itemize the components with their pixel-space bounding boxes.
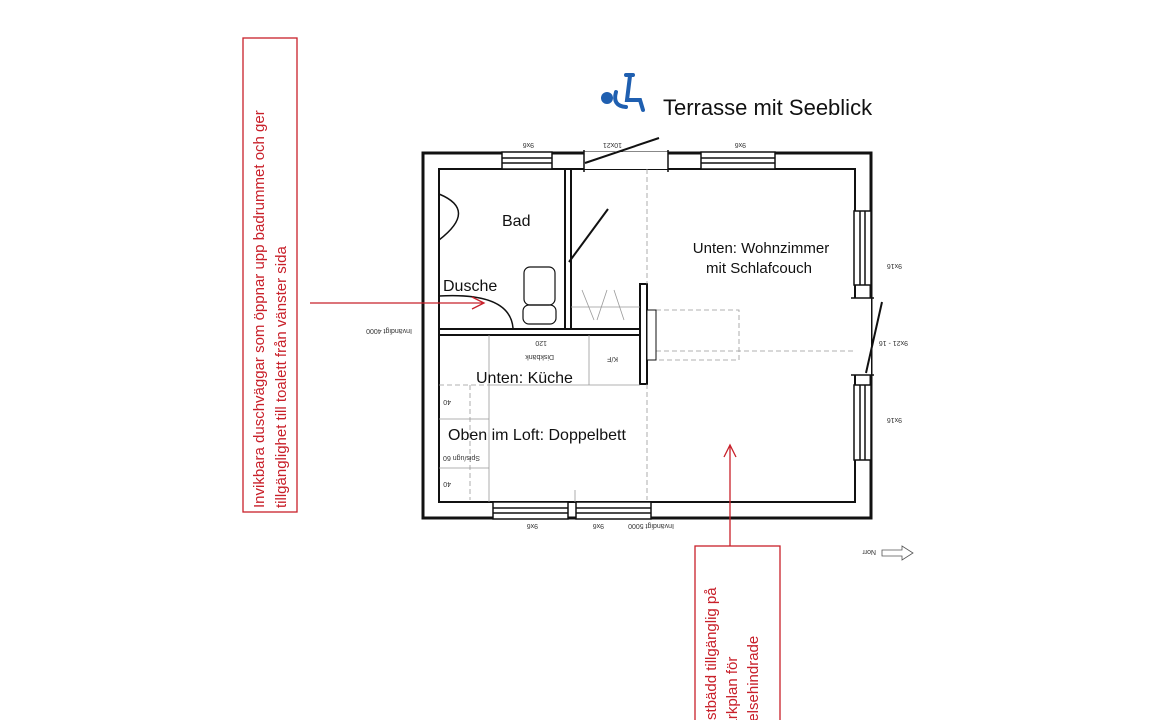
dim-label: 9x6 [735, 141, 746, 148]
dim-label: 9x6 [527, 522, 538, 529]
dim-label: 9x16 [887, 262, 902, 269]
dimension-labels: 9x6 10x21 9x6 9x16 9x21 - 16 9x16 9x6 9x… [366, 141, 908, 555]
dim-label: 40 [443, 398, 451, 405]
dim-label: Diskbänk [525, 353, 554, 360]
interior-walls [438, 169, 855, 502]
windows [492, 137, 883, 520]
annotation-left: Invikbara duschväggar som öppnar upp bad… [242, 37, 486, 513]
room-label-wohnzimmer: Unten: Wohnzimmer [693, 240, 829, 257]
dim-label: K/F [607, 355, 618, 362]
room-label-loft: Oben im Loft: Doppelbett [448, 427, 626, 444]
dim-label: 9x6 [523, 141, 534, 148]
north-label: Norr [862, 548, 876, 555]
dim-label: 9x16 [887, 416, 902, 423]
annotation-bottom: Gästbädd tillgänglig på markplan för rör… [694, 443, 781, 720]
room-label-kueche: Unten: Küche [476, 370, 573, 387]
annotation-bottom-line-2: markplan för [724, 657, 741, 720]
north-arrow-icon [881, 545, 914, 561]
dim-label: 9x6 [593, 522, 604, 529]
dim-label: Invändigt 4000 [366, 327, 412, 334]
room-label-dusche: Dusche [443, 278, 497, 295]
dim-label: 120 [535, 339, 547, 346]
annotation-bottom-line-1: Gästbädd tillgänglig på [703, 587, 720, 720]
dim-label: 10x21 [603, 141, 622, 148]
room-label-schlafcouch: mit Schlafcouch [706, 260, 812, 277]
dim-label: 9x21 - 16 [879, 339, 908, 346]
annotation-left-line-2: tillgänglighet till toalett från vänster… [273, 246, 290, 508]
dim-label: Spis/ugn 60 [443, 454, 480, 461]
annotation-left-line-1: Invikbara duschväggar som öppnar upp bad… [251, 110, 268, 508]
annotation-bottom-line-3: rörelsehindrade [745, 636, 762, 720]
room-label-bad: Bad [502, 213, 530, 230]
plan-title: Terrasse mit Seeblick [663, 95, 873, 120]
dim-label: 40 [443, 480, 451, 487]
dim-label: Invändigt 5000 [628, 522, 674, 529]
wheelchair-icon [601, 73, 645, 112]
